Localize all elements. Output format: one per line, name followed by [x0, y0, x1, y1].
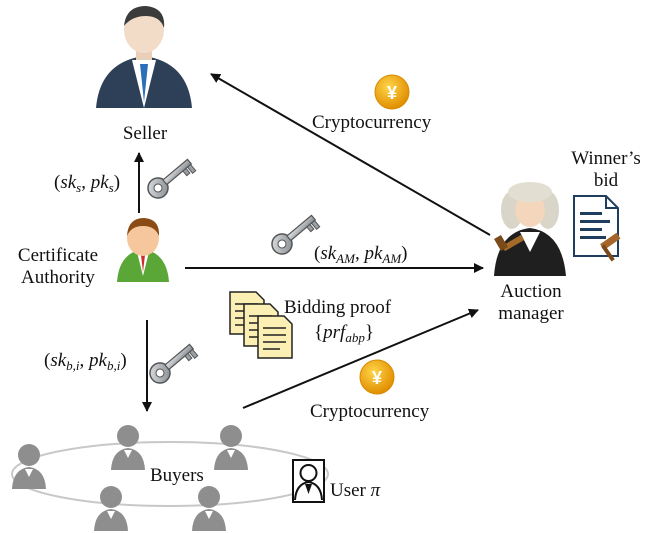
buyer-icon: [94, 486, 128, 531]
buyer-key-label: (skb,i, pkb,i): [44, 350, 127, 373]
buyer-icon: [12, 444, 46, 489]
buyer-icon: [192, 486, 226, 531]
ca-label: Certificate Authority: [17, 245, 99, 288]
buyer-icon: [214, 425, 248, 470]
ca-avatar: [117, 218, 169, 282]
coin-icon-top: ¥: [374, 74, 410, 110]
buyers-group-ellipse: [11, 441, 329, 507]
winners-bid-label: Winner’s bid: [571, 148, 641, 191]
seller-label: Seller: [122, 123, 168, 144]
key-icon-buyer: [149, 343, 199, 384]
seller-avatar: [96, 6, 192, 108]
auction-manager-avatar: [494, 182, 566, 276]
arrow-buyers-to-am: [242, 308, 479, 409]
auction-manager-label: Auction manager: [498, 281, 564, 324]
coin-icon-bottom: ¥: [359, 359, 395, 395]
key-icon-am: [271, 214, 321, 255]
key-icon-seller: [147, 158, 197, 199]
am-key-label: (skAM, pkAM): [314, 243, 408, 266]
user-icon: [292, 459, 325, 503]
buyer-icon: [111, 425, 145, 470]
bidding-proof-label: Bidding proof: [284, 297, 392, 318]
crypto-bottom-label: Cryptocurrency: [310, 401, 430, 422]
buyers-label: Buyers: [150, 465, 204, 486]
seller-key-label: (sks, pks): [54, 172, 121, 195]
bidding-proof-formula: {prfabp}: [314, 322, 374, 345]
user-label: User π: [330, 480, 381, 501]
arrow-am-to-seller: [210, 73, 491, 236]
winners-bid-document-icon: [573, 195, 621, 262]
bidding-proof-documents-icon: [229, 291, 293, 359]
crypto-top-label: Cryptocurrency: [312, 112, 432, 133]
svg-text:¥: ¥: [372, 368, 382, 388]
svg-text:¥: ¥: [387, 83, 397, 103]
